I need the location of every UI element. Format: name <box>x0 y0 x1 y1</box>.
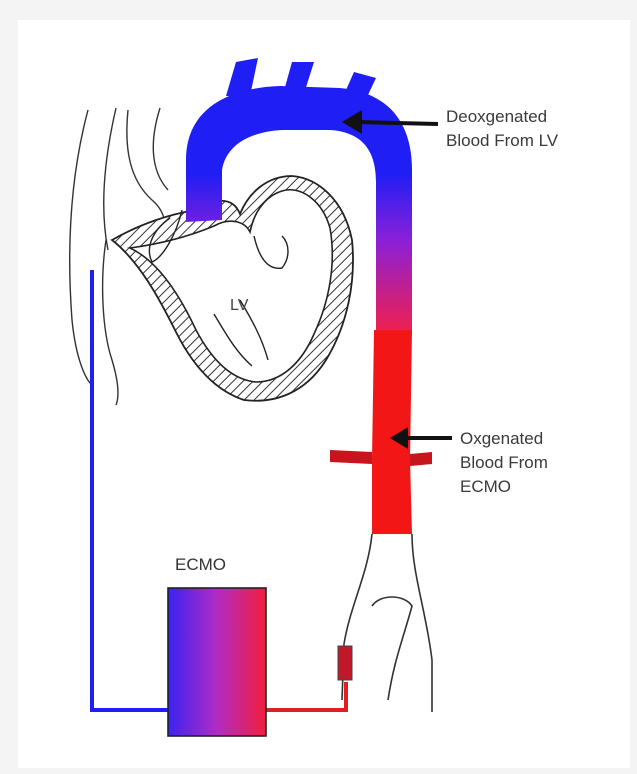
ecmo-machine-box <box>168 588 266 736</box>
deoxygenated-blood-label: Deoxgenated Blood From LV <box>446 105 558 153</box>
oxygenated-blood-label: Oxgenated Blood From ECMO <box>460 427 548 499</box>
left-ventricle-label: LV <box>230 294 248 318</box>
ecmo-label: ECMO <box>175 553 226 577</box>
